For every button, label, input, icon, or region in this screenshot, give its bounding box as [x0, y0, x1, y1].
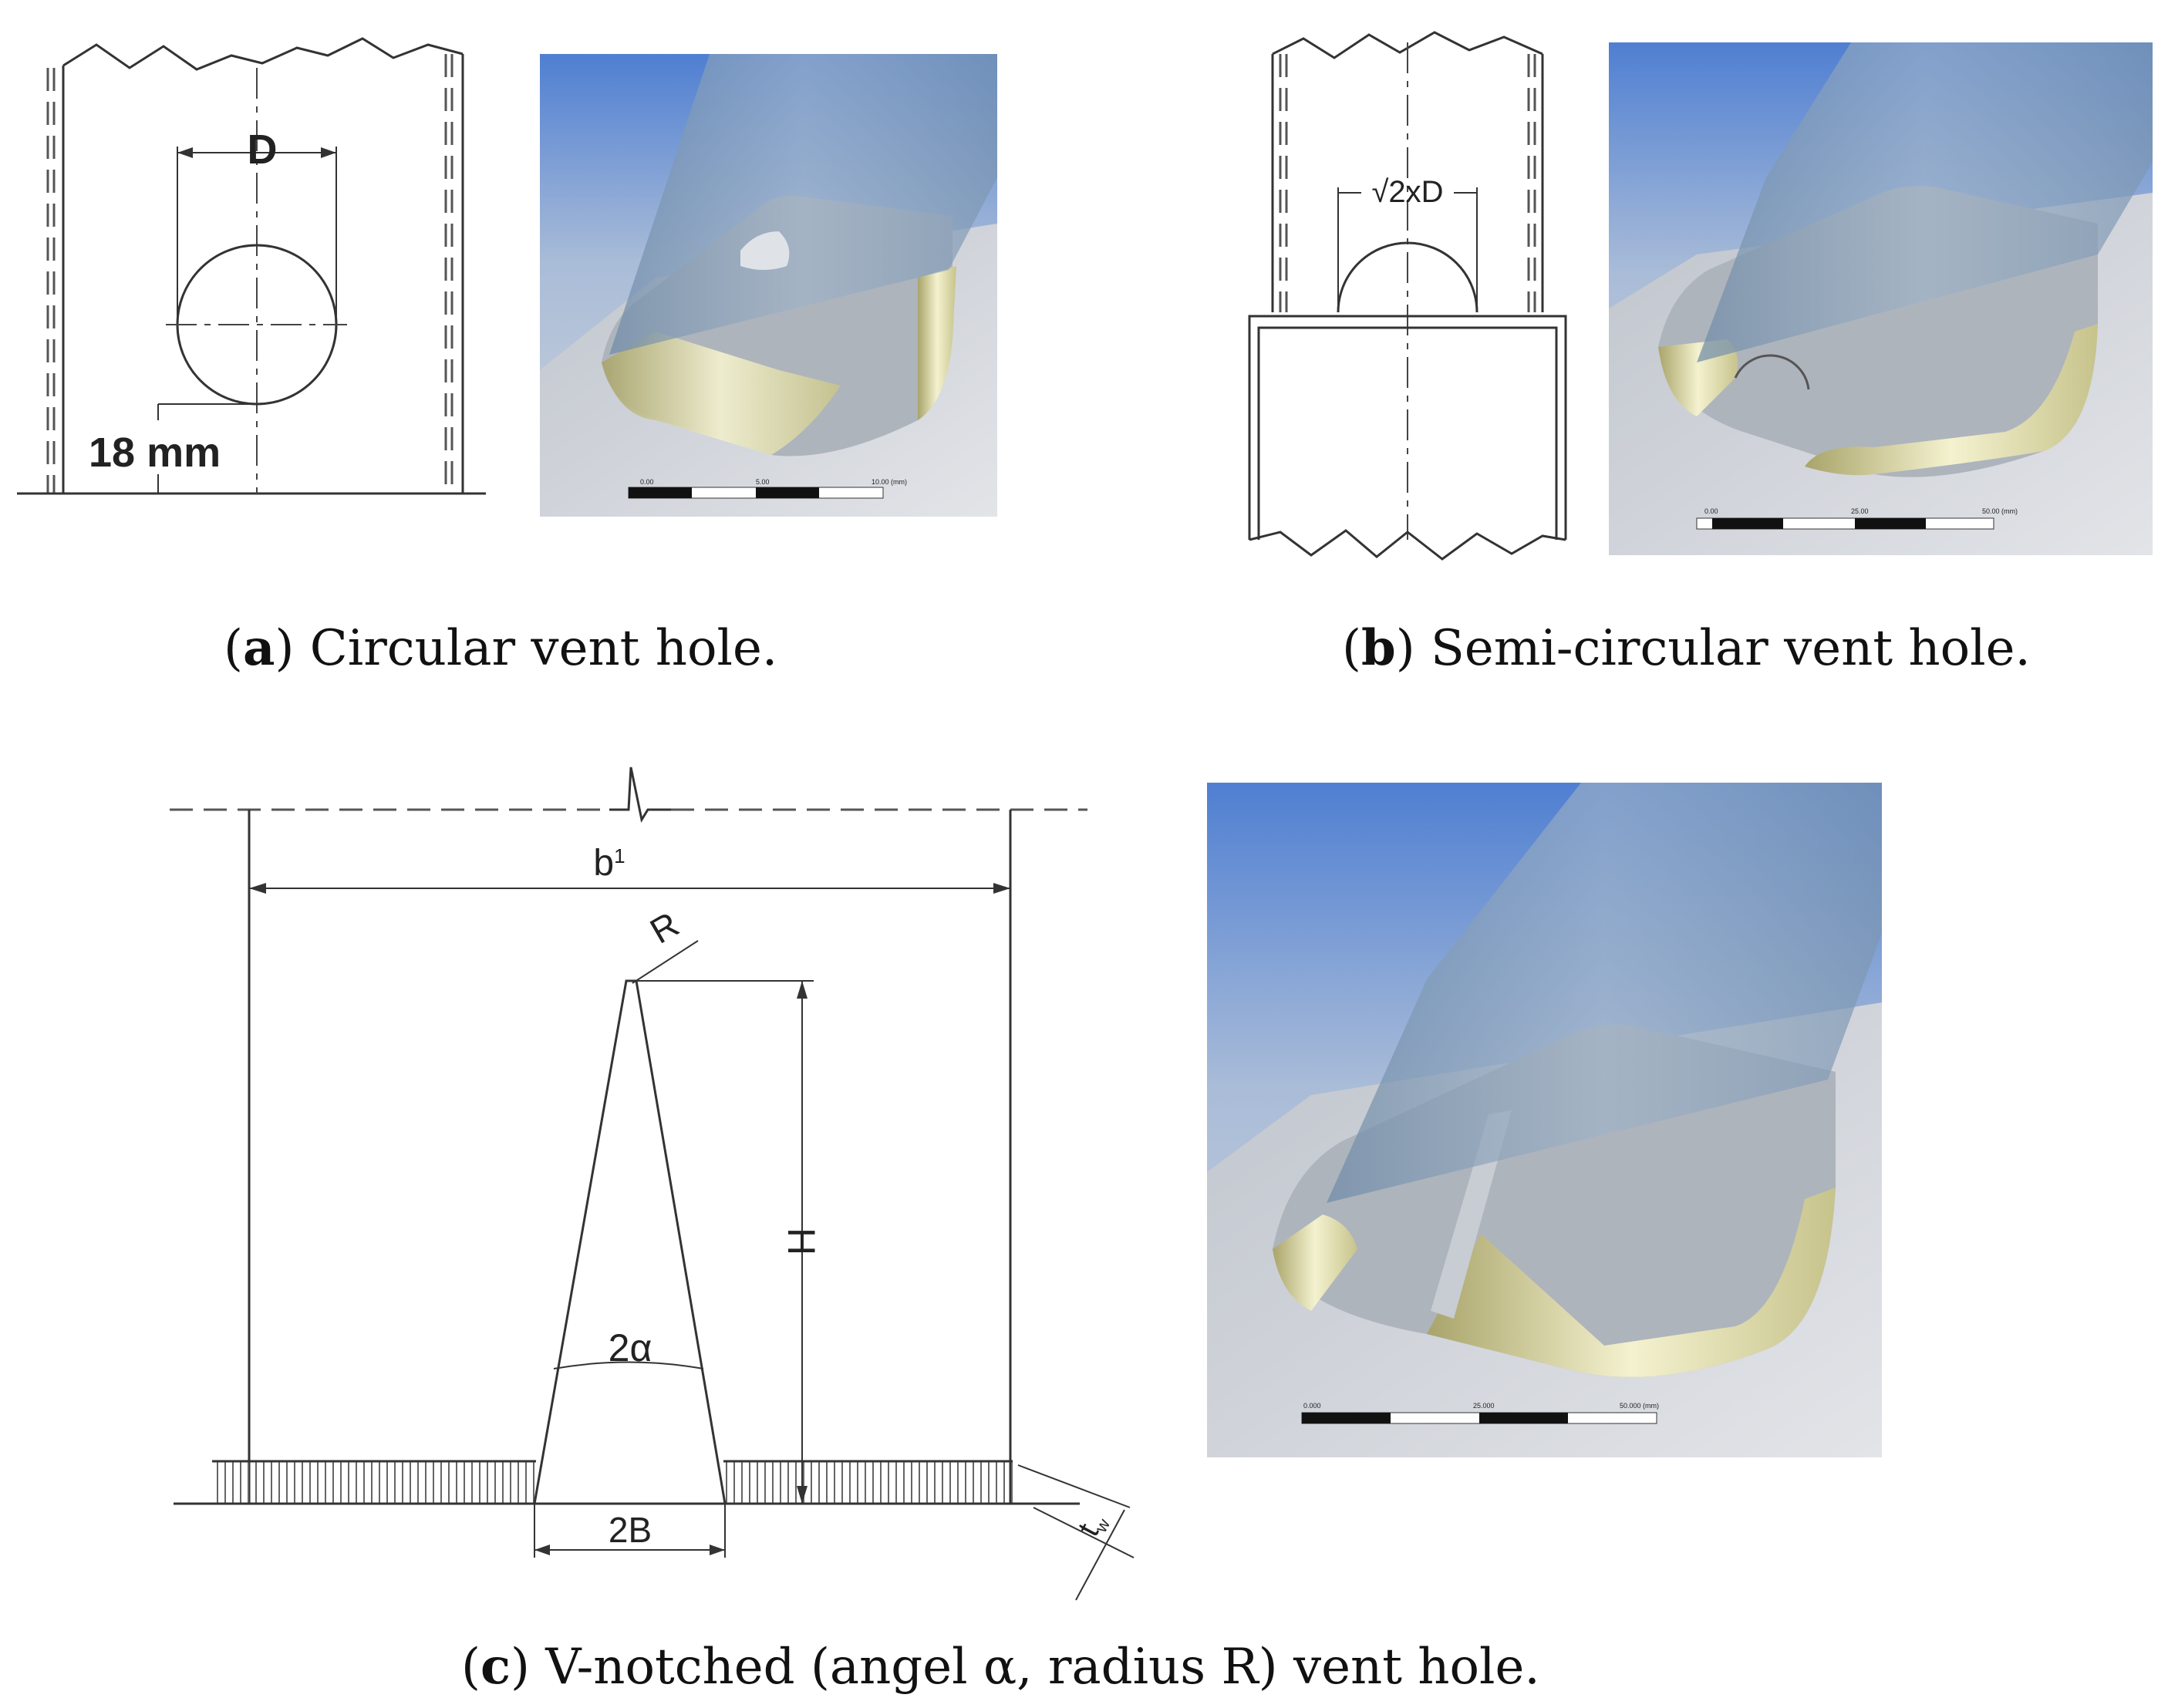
caption-a: (a) Circular vent hole.	[224, 619, 777, 677]
semicircular-hole	[1337, 241, 1478, 313]
svg-text:25.00: 25.00	[1851, 507, 1869, 515]
dimension-root2-d: √2xD	[1371, 175, 1443, 209]
caption-c: (c) V-notched (angel α, radius R) vent h…	[461, 1638, 1540, 1696]
dimension-18mm: 18 mm	[89, 430, 221, 476]
svg-text:0.000: 0.000	[1303, 1402, 1321, 1410]
panel-b-drawing: √2xD	[1248, 31, 1567, 561]
svg-text:5.00: 5.00	[756, 478, 770, 486]
dimension-2b: 2B	[609, 1510, 652, 1550]
dimension-r: R	[643, 904, 686, 952]
v-notch	[533, 979, 727, 1504]
svg-text:25.000: 25.000	[1473, 1402, 1495, 1410]
break-line	[62, 37, 464, 71]
dimension-2alpha: 2α	[609, 1326, 652, 1369]
panel-a-render: 0.00 5.00 10.00 (mm)	[540, 54, 997, 517]
dimension-h: H	[780, 1228, 823, 1255]
panel-b-render: 0.00 25.00 50.00 (mm)	[1609, 42, 2153, 555]
caption-b: (b) Semi-circular vent hole.	[1342, 619, 2031, 677]
panel-c-drawing: b1 H R 2α 2B tw	[170, 766, 1135, 1601]
svg-text:50.00 (mm): 50.00 (mm)	[1982, 507, 2018, 515]
dimension-tw: tw	[1071, 1508, 1114, 1543]
svg-text:50.000 (mm): 50.000 (mm)	[1620, 1402, 1659, 1410]
svg-text:0.00: 0.00	[1704, 507, 1718, 515]
panel-a-drawing: D 18 mm	[17, 37, 486, 495]
dimension-d: D	[248, 126, 278, 173]
panel-c-render: 0.000 25.000 50.000 (mm)	[1207, 783, 1882, 1457]
svg-text:0.00: 0.00	[640, 478, 654, 486]
svg-text:10.00 (mm): 10.00 (mm)	[872, 478, 907, 486]
dimension-b1: b1	[593, 843, 625, 884]
